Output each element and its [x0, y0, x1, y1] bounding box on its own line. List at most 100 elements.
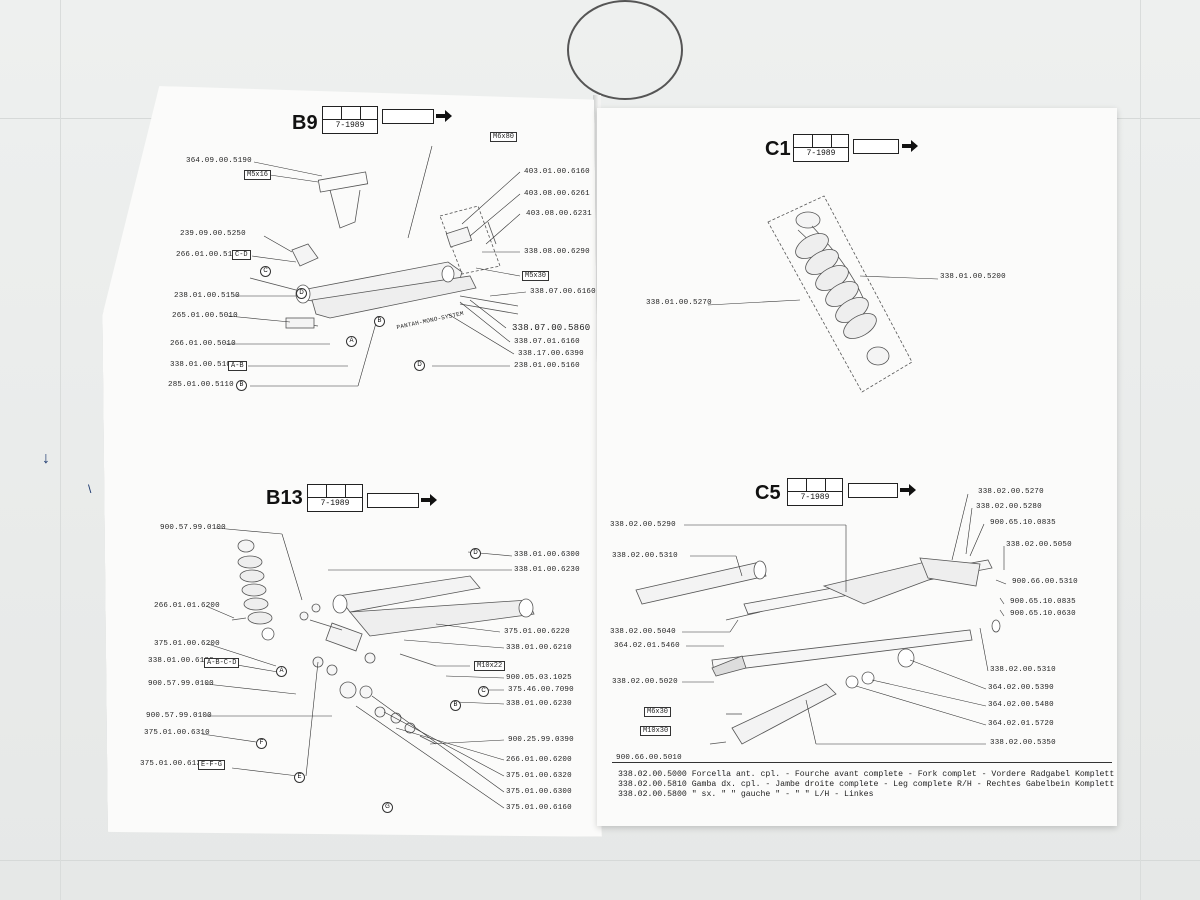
b13-label: 375.46.00.7090	[508, 686, 574, 694]
arrow-right-icon	[436, 110, 452, 122]
b13-label: 900.57.99.0100	[160, 524, 226, 532]
b9-swingarm-drawing	[249, 171, 913, 393]
callout-e: E	[294, 772, 305, 783]
callout-f: F	[256, 738, 267, 749]
b13-label: 375.01.00.6320	[506, 772, 572, 780]
b13-label: 338.01.00.6130	[148, 657, 214, 665]
c5-label: 900.65.10.0630	[1010, 610, 1076, 618]
b13-label: 375.01.00.6220	[504, 628, 570, 636]
arrow-right-icon	[421, 494, 437, 506]
legend-code: 338.02.00.5800	[618, 790, 687, 799]
callout-b: B	[450, 700, 461, 711]
panel-id-c1: C1	[765, 138, 791, 160]
c5-label: 338.02.00.5350	[990, 739, 1056, 747]
b13-label: 900.57.99.0100	[146, 712, 212, 720]
b13-label: 375.01.00.6300	[506, 788, 572, 796]
c5-label: M6x30	[644, 707, 672, 717]
b9-label: 238.01.00.5150	[174, 292, 240, 300]
b9-label: 239.09.00.5250	[180, 230, 246, 238]
b13-label: 266.01.00.6200	[506, 756, 572, 764]
b13-label: 375.01.00.6160	[506, 804, 572, 812]
b13-label: 338.01.00.6210	[506, 644, 572, 652]
legend-code: 338.02.00.5000	[618, 770, 687, 779]
b13-label: 900.25.99.0390	[508, 736, 574, 744]
c5-label: 364.02.01.5460	[614, 642, 680, 650]
b9-label: 403.08.00.6261	[524, 190, 590, 198]
b9-label: M5x30	[522, 271, 550, 281]
date-b9: 7-1989	[335, 121, 365, 130]
legend-text: Forcella ant. cpl. - Fourche avant compl…	[691, 770, 1115, 779]
callout-d: D	[414, 360, 425, 371]
c5-label: 338.02.00.5280	[976, 503, 1042, 511]
c5-label: 338.02.00.5310	[612, 552, 678, 560]
b9-label: 403.01.00.6160	[524, 168, 590, 176]
b9-label: M5x16	[244, 170, 272, 180]
c5-label: 338.02.00.5270	[978, 488, 1044, 496]
b9-label: 364.09.00.5190	[186, 157, 252, 165]
c5-label: 900.66.00.5310	[1012, 578, 1078, 586]
c5-label: 900.65.10.0835	[1010, 598, 1076, 606]
b13-assembly-drawing	[231, 539, 535, 745]
panel-id-b9: B9	[292, 112, 318, 134]
tile-seam	[60, 0, 61, 900]
b9-label: 338.07.00.5860	[512, 323, 591, 333]
legend-text: Gamba dx. cpl. - Jambe droite complete -…	[691, 780, 1115, 789]
callout-a: A	[276, 666, 287, 677]
callout-d: D	[296, 288, 307, 299]
b9-label: M6x80	[490, 132, 518, 142]
blank-box-c1	[853, 139, 899, 154]
b9-label: 266.01.00.5120	[176, 251, 242, 259]
b9-label: 338.07.01.6160	[514, 338, 580, 346]
b13-label: 338.01.00.6300	[514, 551, 580, 559]
blank-box-b13	[367, 493, 419, 508]
b9-label: 265.01.00.5010	[172, 312, 238, 320]
callout-b: B	[374, 316, 385, 327]
callout-b: B	[236, 380, 247, 391]
b9-label: 338.17.00.6390	[518, 350, 584, 358]
b13-label: 338.01.00.6230	[514, 566, 580, 574]
b9-label: 266.01.00.5010	[170, 340, 236, 348]
panel-id-c5: C5	[755, 482, 781, 504]
c5-label: 338.02.00.5310	[990, 666, 1056, 674]
c5-label: 364.02.00.5480	[988, 701, 1054, 709]
c5-fork-drawing	[635, 557, 1001, 745]
b13-label: 900.57.99.0100	[148, 680, 214, 688]
c1-shock-drawing	[795, 211, 890, 366]
callout-c: C	[260, 266, 271, 277]
circle-outline	[567, 0, 683, 100]
c5-label: 338.02.00.5040	[610, 628, 676, 636]
b13-label: 900.05.03.1025	[506, 674, 572, 682]
c1-label: 338.01.00.5200	[940, 273, 1006, 281]
b9-boxed: A-B	[228, 361, 247, 371]
panel-id-b13: B13	[266, 487, 303, 509]
b9-label: 285.01.00.5110	[168, 381, 234, 389]
parts-legend	[612, 762, 1112, 763]
c5-label: 900.65.10.0835	[990, 519, 1056, 527]
right-page	[597, 108, 1117, 826]
c5-label: M10x30	[640, 726, 672, 736]
callout-g: G	[382, 802, 393, 813]
callout-c: C	[478, 686, 489, 697]
blank-box-b9	[382, 109, 434, 124]
b13-label: 375.01.00.6200	[154, 640, 220, 648]
pen-mark: \	[88, 482, 92, 496]
blank-box-c5	[848, 483, 898, 498]
b9-label: 338.07.00.6160	[530, 288, 596, 296]
callout-d: D	[470, 548, 481, 559]
b9-label: 338.08.00.6290	[524, 248, 590, 256]
c5-label: 364.02.01.5720	[988, 720, 1054, 728]
c5-label: 338.02.00.5290	[610, 521, 676, 529]
callout-a: A	[346, 336, 357, 347]
b9-label: 238.01.00.5160	[514, 362, 580, 370]
arrow-right-icon	[902, 140, 918, 152]
legend-code: 338.02.00.5810	[618, 780, 687, 789]
b13-label: 375.01.00.6310	[144, 729, 210, 737]
b13-label: 375.01.00.6130	[140, 760, 206, 768]
b13-label: 338.01.00.6230	[506, 700, 572, 708]
date-box-c5: 7-1989	[787, 478, 843, 506]
arrow-right-icon	[900, 484, 916, 496]
c5-label: 338.02.00.5050	[1006, 541, 1072, 549]
c5-label: 364.02.00.5390	[988, 684, 1054, 692]
date-box-b13: 7-1989	[307, 484, 363, 512]
